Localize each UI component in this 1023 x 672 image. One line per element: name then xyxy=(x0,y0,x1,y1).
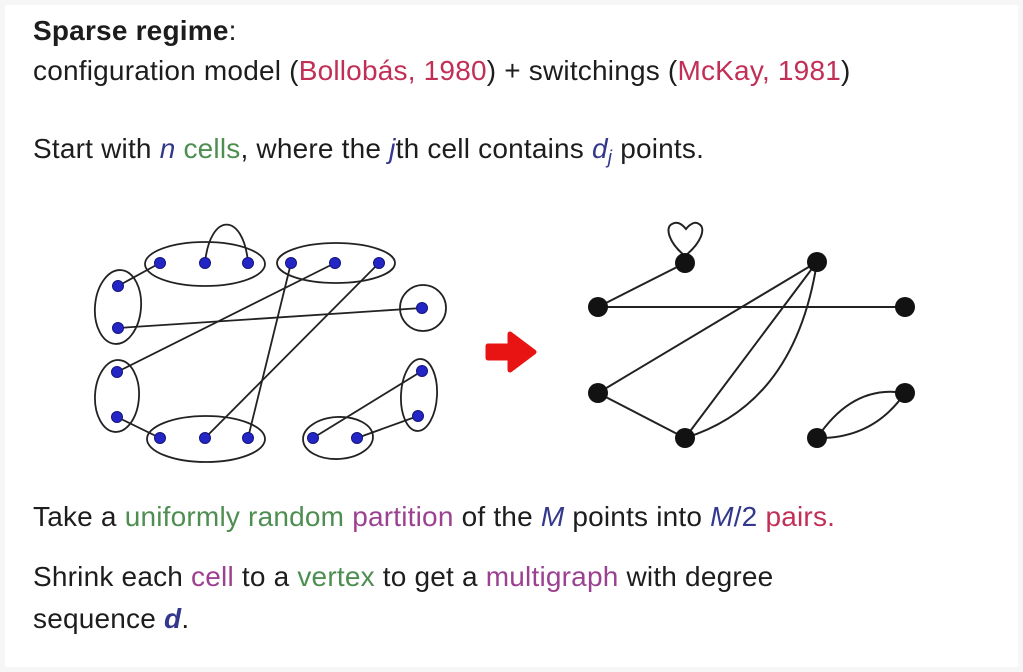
shrink-description-line-1: Shrink each cell to a vertex to get a mu… xyxy=(33,560,773,594)
text-segment: ) + switchings ( xyxy=(486,55,678,86)
pairing-description-line: Take a uniformly random partition of the… xyxy=(33,500,835,534)
text-segment: j xyxy=(389,133,396,164)
point-dot xyxy=(111,411,123,423)
text-segment xyxy=(344,501,352,532)
text-segment: Shrink each xyxy=(33,561,192,592)
graph-curved-edge xyxy=(816,392,906,440)
cell-ellipse xyxy=(399,284,447,332)
vertex-dot xyxy=(895,383,915,403)
graph-edge xyxy=(597,392,686,439)
point-dot xyxy=(412,410,424,422)
text-segment: uniformly random xyxy=(124,501,345,532)
point-dot xyxy=(285,257,297,269)
point-dot xyxy=(416,365,428,377)
cell-ellipse xyxy=(302,416,374,460)
text-segment: Start with xyxy=(33,133,160,164)
vertex-dot xyxy=(588,383,608,403)
pairing-edge xyxy=(356,415,419,439)
graph-curved-edge xyxy=(684,261,818,439)
point-dot xyxy=(373,257,385,269)
text-segment: cells xyxy=(183,133,241,164)
text-segment: McKay, 1981 xyxy=(677,55,841,86)
vertex-dot xyxy=(895,297,915,317)
graph-self-loop xyxy=(667,221,704,258)
text-segment: vertex xyxy=(297,561,375,592)
cell-ellipse xyxy=(94,359,140,433)
cells-description-line: Start with n cells, where the jth cell c… xyxy=(33,132,704,175)
point-dot xyxy=(112,322,124,334)
graph-edge xyxy=(597,261,818,394)
text-segment: j xyxy=(607,147,613,169)
graph-curved-edge xyxy=(816,390,906,439)
point-dot xyxy=(242,432,254,444)
point-dot xyxy=(112,280,124,292)
point-dot xyxy=(154,257,166,269)
text-segment: to a xyxy=(233,561,298,592)
point-dot xyxy=(199,257,211,269)
graph-edge xyxy=(684,261,818,439)
text-segment: pairs. xyxy=(765,501,836,532)
point-dot xyxy=(154,432,166,444)
text-segment: points. xyxy=(612,133,705,164)
text-segment: ) xyxy=(841,55,851,86)
text-segment: Bollobás, 1980 xyxy=(298,55,487,86)
text-segment: points into xyxy=(564,501,711,532)
red-arrow-icon xyxy=(485,331,537,373)
text-segment: Take a xyxy=(33,501,125,532)
cell-ellipse xyxy=(276,242,396,284)
pairing-edge xyxy=(116,416,161,439)
text-segment: d xyxy=(164,603,182,634)
point-dot xyxy=(111,366,123,378)
point-dot xyxy=(242,257,254,269)
text-segment: th cell contains xyxy=(395,133,592,164)
point-dot xyxy=(199,432,211,444)
cell-ellipse xyxy=(93,269,143,345)
text-segment: M xyxy=(710,501,734,532)
text-segment: of the xyxy=(453,501,541,532)
pairing-edge xyxy=(204,262,380,439)
text-segment: configuration model ( xyxy=(33,55,299,86)
vertex-dot xyxy=(588,297,608,317)
point-dot xyxy=(351,432,363,444)
text-segment: sequence xyxy=(33,603,165,634)
graph-edge xyxy=(597,262,686,308)
configuration-model-diagram xyxy=(93,223,447,463)
text-segment: : xyxy=(228,15,237,46)
text-segment: M xyxy=(540,501,565,532)
pairing-edge xyxy=(116,262,336,373)
cell-ellipse xyxy=(400,358,438,432)
citation-line: configuration model (Bollobás, 1980) + s… xyxy=(33,54,851,88)
text-segment: cell xyxy=(191,561,234,592)
cell-ellipse xyxy=(146,415,266,463)
text-segment: , where the xyxy=(240,133,390,164)
text-segment: /2 xyxy=(733,501,758,532)
vertex-dot xyxy=(807,252,827,272)
vertex-dot xyxy=(675,253,695,273)
shrink-description-line-2: sequence d. xyxy=(33,602,189,636)
pairing-edge xyxy=(312,370,423,439)
cell-ellipse xyxy=(144,241,266,287)
text-segment: . xyxy=(181,603,190,634)
text-segment: with degree xyxy=(618,561,774,592)
pairing-edge xyxy=(247,262,292,439)
text-segment: Sparse regime xyxy=(33,15,229,46)
text-segment: to get a xyxy=(374,561,486,592)
vertex-dot xyxy=(675,428,695,448)
arrow-shape xyxy=(485,331,537,373)
text-segment: d xyxy=(592,133,608,164)
point-dot xyxy=(416,302,428,314)
multigraph-diagram xyxy=(588,221,915,448)
text-segment: partition xyxy=(352,501,454,532)
vertex-dot xyxy=(807,428,827,448)
slide-title: Sparse regime: xyxy=(33,14,237,48)
point-dot xyxy=(307,432,319,444)
text-segment: n xyxy=(159,133,176,164)
pairing-edge xyxy=(117,262,161,287)
pairing-loop-edge xyxy=(204,223,249,264)
text-segment: multigraph xyxy=(485,561,619,592)
pairing-edge xyxy=(117,307,423,329)
point-dot xyxy=(329,257,341,269)
